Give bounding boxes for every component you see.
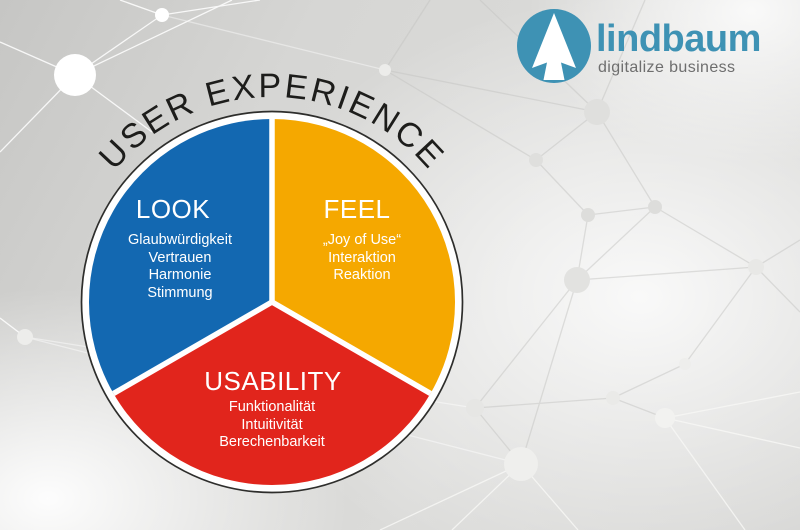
look-item: Harmonie — [148, 267, 212, 283]
feel-item: Interaktion — [328, 249, 396, 266]
network-node — [155, 8, 169, 22]
network-node — [606, 391, 620, 405]
look-label: LOOK — [135, 194, 211, 224]
network-node — [648, 200, 662, 214]
network-node — [379, 64, 391, 76]
network-node — [17, 329, 33, 345]
network-node — [584, 99, 610, 125]
usability-item: Berechenbarkeit — [219, 434, 325, 450]
network-node — [679, 358, 691, 370]
logo-tagline: digitalize business — [598, 59, 736, 76]
look-items: Glaubwürdigkeit Vertrauen Harmonie Stimm… — [128, 232, 232, 302]
network-node — [529, 153, 543, 167]
network-nodes — [17, 8, 764, 481]
feel-item: „Joy of Use“ — [322, 232, 402, 248]
usability-item: Intuitivität — [241, 416, 303, 433]
feel-items: „Joy of Use“ Interaktion Reaktion — [323, 232, 401, 285]
logo-brand-text: lindbaum — [596, 18, 761, 60]
usability-items: Funktionalität Intuitivität Berechenbark… — [219, 399, 325, 452]
network-node — [564, 267, 590, 293]
feel-label: FEEL — [323, 194, 391, 224]
fir-tree-icon — [517, 9, 591, 83]
usability-label: USABILITY — [204, 366, 342, 396]
network-node — [466, 399, 484, 417]
look-item: Glaubwürdigkeit — [128, 232, 232, 248]
network-node — [581, 208, 595, 222]
network-node — [748, 259, 764, 275]
network-node — [54, 54, 96, 96]
look-item: Vertrauen — [148, 249, 212, 266]
usability-item: Funktionalität — [228, 399, 316, 415]
pie-outline — [80, 110, 464, 494]
feel-item: Reaktion — [333, 267, 391, 283]
wedge-look — [88, 118, 273, 394]
look-item: Stimmung — [147, 284, 213, 301]
wedge-feel — [272, 118, 456, 394]
network-node — [655, 408, 675, 428]
wedge-dividers — [112, 119, 432, 396]
network-node — [504, 447, 538, 481]
